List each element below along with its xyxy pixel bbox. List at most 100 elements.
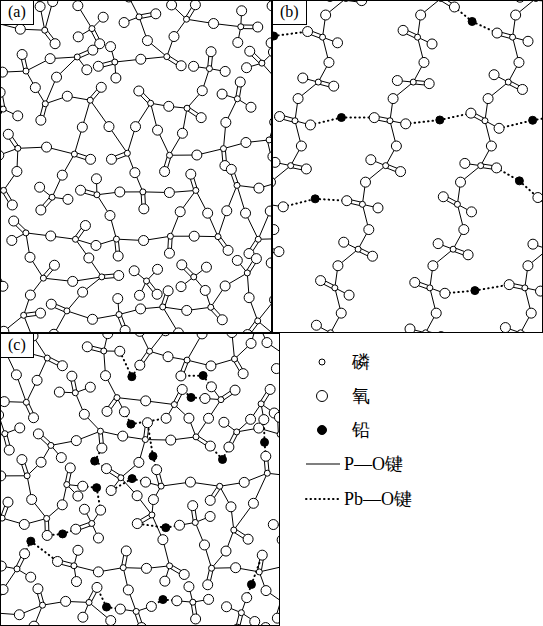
oxygen-atom (189, 61, 199, 71)
oxygen-atom (76, 185, 86, 195)
oxygen-atom (118, 431, 128, 441)
phosphorus-atom (112, 59, 118, 65)
oxygen-atom (164, 101, 174, 111)
phosphorus-atom (40, 275, 46, 281)
oxygen-atom (151, 9, 161, 19)
oxygen-atom (0, 326, 9, 333)
oxygen-atom (388, 94, 398, 104)
oxygen-atom (93, 61, 103, 71)
lead-atom (93, 484, 101, 492)
oxygen-atom (167, 0, 177, 10)
oxygen-atom (489, 70, 499, 80)
lead-atom (162, 524, 170, 532)
oxygen-atom (93, 567, 103, 577)
oxygen-atom (440, 288, 450, 298)
lead-atom (436, 116, 444, 124)
oxygen-atom (25, 252, 35, 262)
oxygen-atom (201, 262, 211, 272)
oxygen-atom (361, 177, 371, 187)
oxygen-atom (12, 166, 22, 176)
oxygen-atom (11, 370, 21, 380)
oxygen-atom (526, 308, 536, 318)
oxygen-atom (535, 286, 543, 296)
phosphorus-atom (113, 236, 119, 242)
oxygen-atom (329, 81, 339, 91)
oxygen-atom (366, 155, 376, 165)
oxygen-atom (132, 491, 142, 501)
lead-atom (103, 603, 111, 611)
oxygen-atom (129, 266, 139, 276)
phosphorus-atom (64, 482, 70, 488)
oxygen-atom (36, 205, 46, 215)
phosphorus-atom (218, 397, 224, 403)
oxygen-atom (466, 108, 476, 118)
oxygen-atom (42, 530, 52, 540)
oxygen-atom (176, 282, 186, 292)
oxygen-atom (203, 208, 213, 218)
oxygen-atom (20, 549, 30, 559)
oxygen-atom (179, 569, 189, 579)
oxygen-atom (226, 502, 236, 512)
phosphorus-atom (40, 602, 46, 608)
phosphorus-atom (72, 236, 78, 242)
phosphorus-atom (510, 34, 516, 40)
oxygen-atom (130, 168, 140, 178)
oxygen-atom (232, 255, 242, 265)
oxygen-atom (67, 371, 77, 381)
oxygen-atom (176, 61, 186, 71)
oxygen-atom (364, 225, 374, 235)
legend-text: 磷 (352, 351, 370, 373)
lead-atom (468, 17, 476, 25)
oxygen-atom (36, 457, 46, 467)
oxygen-atom (231, 563, 241, 573)
oxygen-atom (86, 154, 96, 164)
oxygen-atom (146, 601, 156, 611)
phosphorus-atom (505, 79, 511, 85)
oxygen-atom (186, 169, 196, 179)
oxygen-atom (175, 520, 185, 530)
phosphorus-atom (256, 569, 262, 575)
oxygen-atom (222, 602, 232, 612)
oxygen-atom (115, 187, 125, 197)
oxygen-atom (431, 308, 441, 318)
oxygen-atom (65, 463, 75, 473)
legend-oxygen-sample (317, 391, 328, 402)
phosphorus-atom (167, 563, 173, 569)
lead-atom (337, 114, 345, 122)
oxygen-atom (298, 73, 308, 83)
legend-lead-sample (318, 426, 327, 435)
phosphorus-atom (315, 79, 321, 85)
lead-atom (529, 116, 537, 124)
oxygen-atom (82, 65, 92, 75)
legend-pb-bond-sample (306, 498, 340, 500)
phosphorus-atom (48, 442, 54, 448)
oxygen-atom (13, 111, 23, 121)
oxygen-atom (106, 42, 116, 52)
oxygen-atom (250, 617, 260, 626)
oxygen-atom (333, 38, 343, 48)
oxygen-atom (245, 46, 255, 56)
phosphorus-atom (355, 246, 361, 252)
oxygen-atom (248, 498, 258, 508)
oxygen-atom (209, 19, 219, 29)
oxygen-atom (158, 535, 168, 545)
oxygen-atom (339, 237, 349, 247)
oxygen-atom (54, 387, 64, 397)
oxygen-atom (148, 495, 158, 505)
oxygen-atom (17, 50, 27, 60)
oxygen-atom (164, 188, 174, 198)
phosphorus-atom (147, 348, 153, 354)
phosphorus-atom (89, 520, 95, 526)
oxygen-atom (392, 76, 402, 86)
phosphorus-atom (23, 230, 29, 236)
oxygen-atom (262, 338, 272, 348)
oxygen-atom (88, 45, 98, 55)
phosphorus-atom (258, 401, 264, 407)
oxygen-atom (220, 281, 230, 291)
phosphorus-atom (208, 304, 214, 310)
oxygen-atom (242, 593, 252, 603)
phosphorus-atom (167, 233, 173, 239)
phosphorus-atom (255, 318, 261, 324)
phosphorus-atom (332, 285, 338, 291)
